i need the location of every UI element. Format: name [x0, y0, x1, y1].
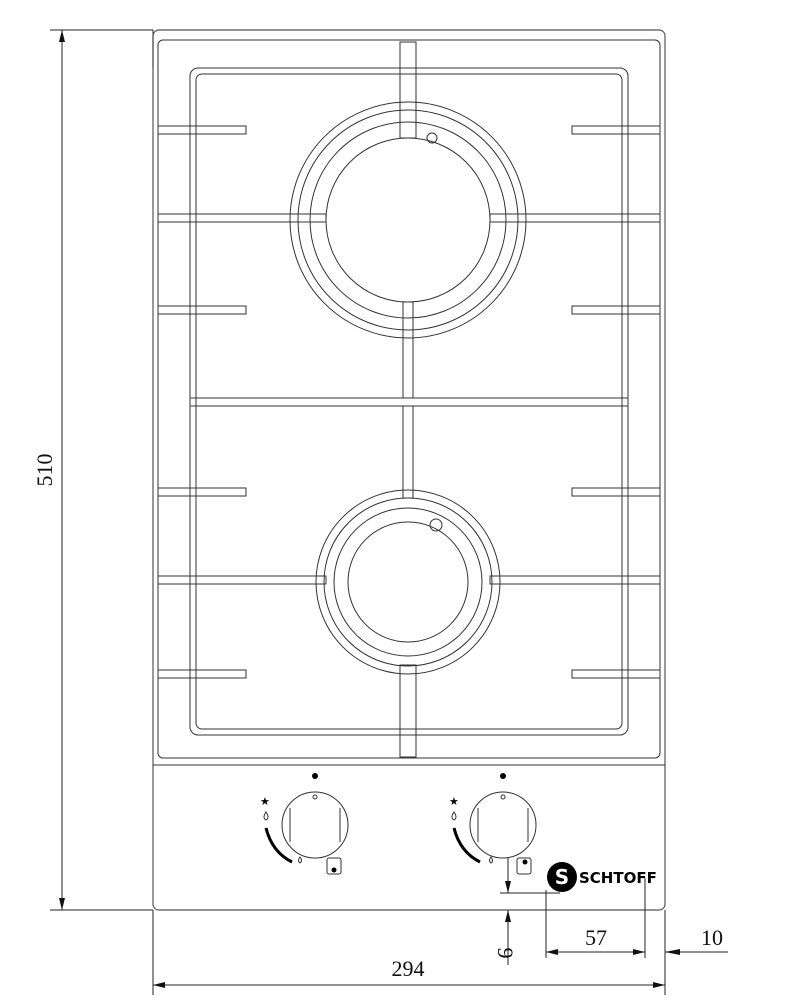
ignition-star-icon: ★: [449, 796, 459, 808]
burner-indicator-icon: [326, 857, 342, 875]
flame-max-icon: [263, 811, 269, 821]
small-burner: [315, 489, 501, 675]
logo-bottom-dimension-label: 9: [493, 948, 518, 959]
burner-indicator-icon: [516, 857, 532, 875]
height-dimension-label: 510: [32, 454, 57, 487]
brand-logo: S SCHTOFF: [547, 862, 657, 892]
pan-support-grate: [157, 41, 661, 758]
right-knob[interactable]: ★: [449, 773, 537, 875]
logo-width-dimension-label: 57: [585, 925, 607, 950]
logo-offset-dimension-label: 10: [701, 925, 723, 950]
dimension-lines: [50, 29, 728, 995]
width-dimension-label: 294: [392, 956, 425, 981]
svg-text:S: S: [555, 865, 569, 889]
brand-name: SCHTOFF: [579, 869, 657, 887]
flame-max-icon: [451, 811, 457, 821]
hob-outline: [152, 29, 666, 911]
ignition-star-icon: ★: [260, 796, 270, 808]
flame-min-icon: [489, 856, 493, 864]
ignition-electrode-icon: [426, 132, 438, 144]
large-burner: [289, 101, 527, 339]
flame-min-icon: [298, 856, 302, 864]
left-knob[interactable]: ★: [260, 773, 349, 875]
ignition-electrode-icon: [429, 518, 443, 532]
